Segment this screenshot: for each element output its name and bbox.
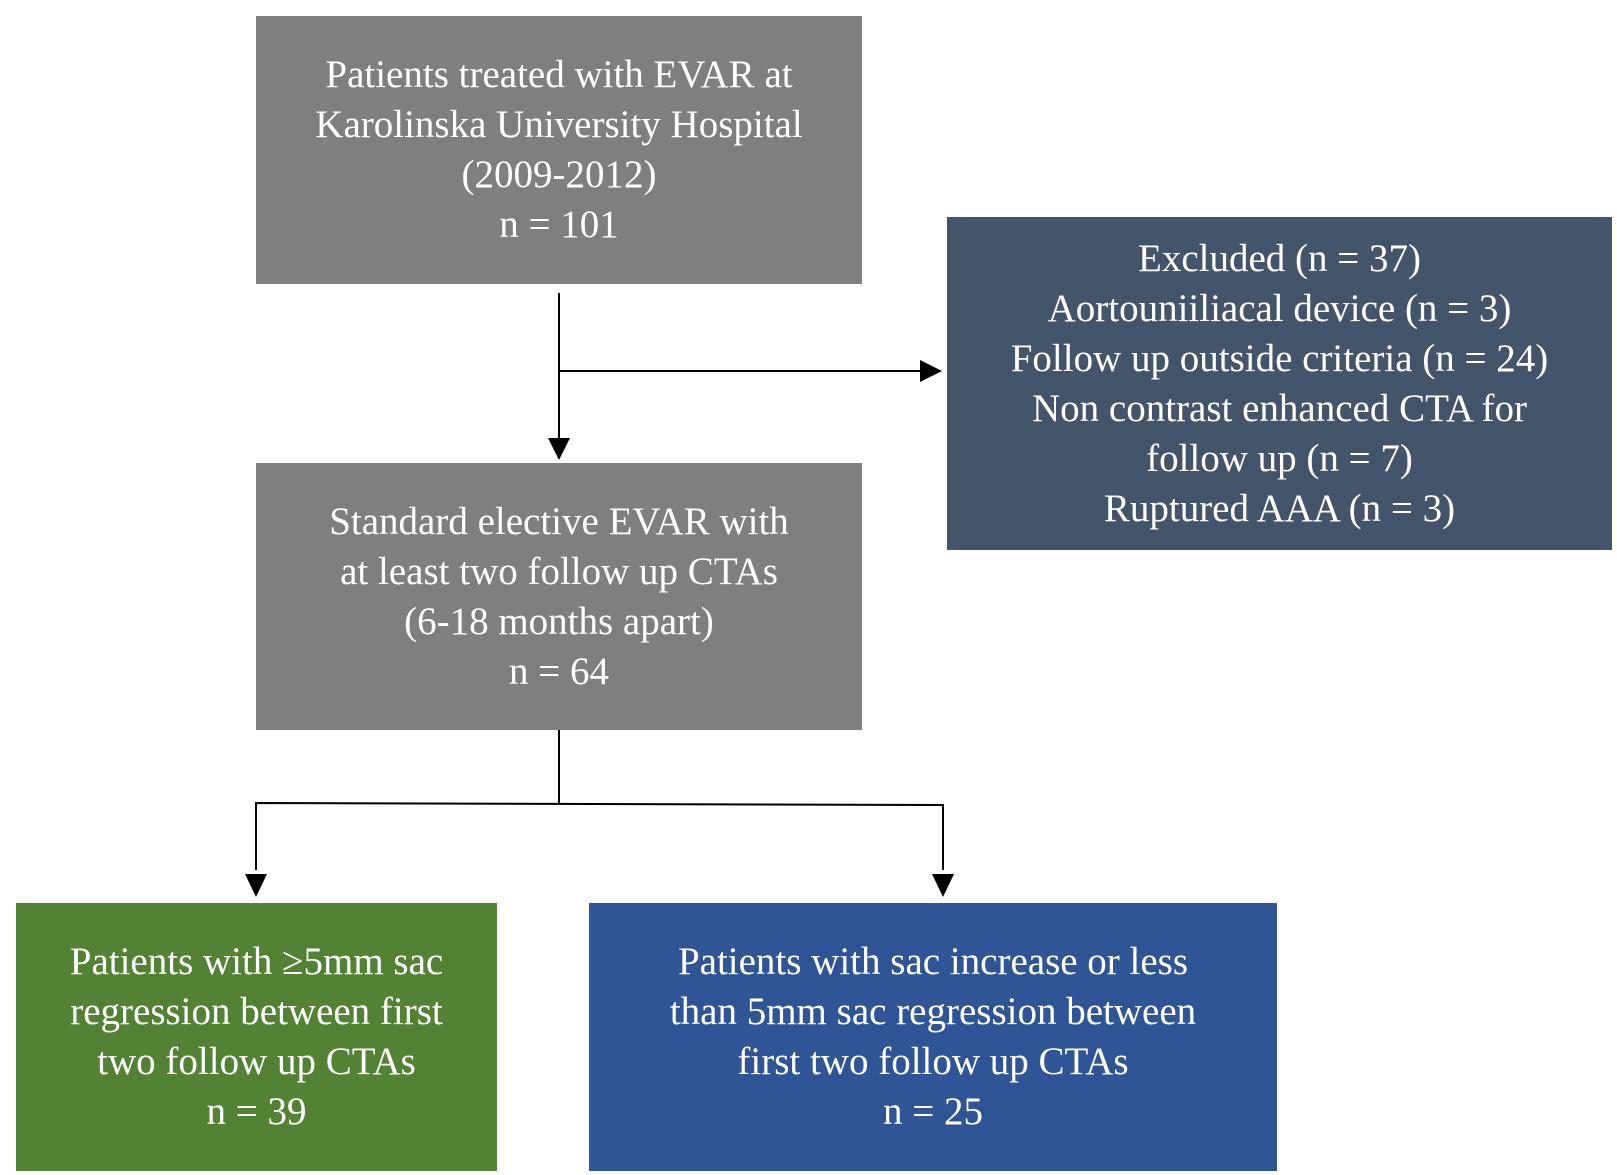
arrowhead-start-to-standard bbox=[548, 438, 570, 460]
box-text-line: (6-18 months apart) bbox=[404, 599, 714, 643]
box-text-line: Patients with sac increase or less bbox=[677, 940, 1189, 983]
box-text-line: Aortouniiliacal device (n = 3) bbox=[1047, 286, 1512, 330]
box-text-line: Ruptured AAA (n = 3) bbox=[1103, 486, 1456, 530]
box-text-line: Excluded (n = 37) bbox=[1138, 236, 1421, 280]
box-count: n = 64 bbox=[509, 649, 609, 693]
box-text-line: two follow up CTAs bbox=[97, 1040, 416, 1083]
box-standard-elective-evar: Standard elective EVAR with at least two… bbox=[256, 463, 862, 730]
box-count: n = 39 bbox=[206, 1090, 307, 1133]
box-sac-regression: Patients with ≥5mm sac regression betwee… bbox=[16, 903, 497, 1171]
box-text-line: Follow up outside criteria (n = 24) bbox=[1010, 336, 1549, 380]
box-sac-increase: Patients with sac increase or less than … bbox=[589, 903, 1277, 1171]
box-text-line: Standard elective EVAR with bbox=[329, 499, 789, 543]
box-text-line: regression between first bbox=[70, 990, 443, 1033]
box-patients-treated: Patients treated with EVAR at Karolinska… bbox=[256, 16, 862, 284]
box-text-line: Karolinska University Hospital bbox=[315, 103, 803, 146]
box-count: n = 101 bbox=[499, 203, 619, 246]
box-count: n = 25 bbox=[883, 1090, 983, 1133]
box-text-line: at least two follow up CTAs bbox=[340, 549, 778, 593]
arrowhead-to-excluded bbox=[920, 360, 942, 382]
box-excluded: Excluded (n = 37) Aortouniiliacal device… bbox=[947, 217, 1612, 550]
box-text-line: Patients with ≥5mm sac bbox=[69, 940, 444, 983]
arrowhead-to-increase bbox=[932, 874, 954, 897]
box-text-line: Non contrast enhanced CTA for bbox=[1031, 386, 1528, 430]
arrowhead-to-regression bbox=[245, 874, 267, 897]
box-text-line: Patients treated with EVAR at bbox=[325, 53, 793, 96]
box-text-line: follow up (n = 7) bbox=[1146, 436, 1413, 480]
connector-split-bar bbox=[255, 801, 944, 870]
box-text-line: than 5mm sac regression between bbox=[669, 990, 1197, 1033]
box-text-line: first two follow up CTAs bbox=[737, 1040, 1129, 1083]
box-text-line: (2009-2012) bbox=[461, 153, 657, 196]
